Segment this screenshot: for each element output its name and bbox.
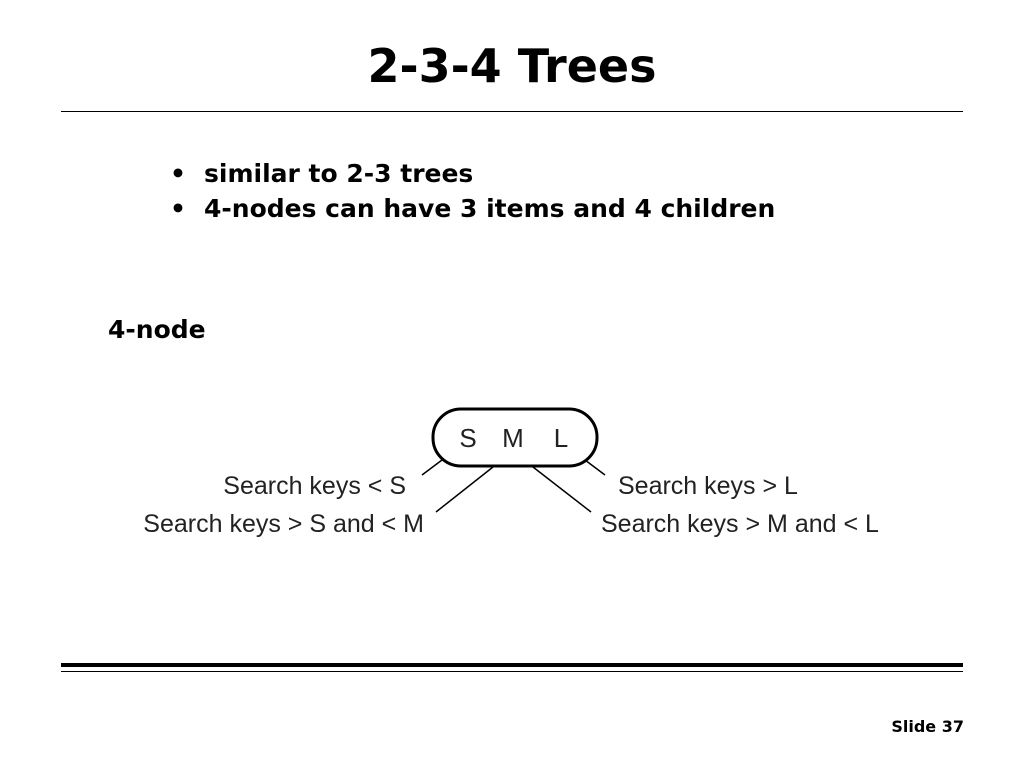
bullet-text: similar to 2-3 trees bbox=[204, 159, 474, 188]
node-key-s: S bbox=[459, 423, 476, 453]
edge-child-3 bbox=[532, 466, 592, 513]
bullet-item: • 4-nodes can have 3 items and 4 childre… bbox=[170, 191, 775, 226]
edge-label-child-4: Search keys > L bbox=[618, 472, 798, 500]
section-label: 4-node bbox=[108, 315, 206, 344]
footer-divider-thick bbox=[61, 663, 963, 667]
edge-label-child-2: Search keys > S and < M bbox=[143, 510, 424, 538]
bullet-dot: • bbox=[170, 159, 186, 188]
footer-divider-thin bbox=[61, 671, 963, 672]
bullet-dot: • bbox=[170, 194, 186, 223]
slide-number: Slide 37 bbox=[891, 717, 964, 736]
slide-title: 2-3-4 Trees bbox=[367, 39, 657, 93]
node-key-l: L bbox=[554, 423, 568, 453]
edge-label-child-1: Search keys < S bbox=[223, 472, 406, 500]
edge-label-child-3: Search keys > M and < L bbox=[601, 510, 879, 538]
edge-child-1 bbox=[421, 459, 443, 476]
edge-child-2 bbox=[435, 466, 494, 513]
four-node-box bbox=[431, 407, 599, 468]
title-divider bbox=[61, 111, 963, 112]
bullet-list: • similar to 2-3 trees • 4-nodes can hav… bbox=[170, 156, 775, 226]
bullet-text: 4-nodes can have 3 items and 4 children bbox=[204, 194, 776, 223]
bullet-item: • similar to 2-3 trees bbox=[170, 156, 775, 191]
edge-child-4 bbox=[584, 459, 606, 476]
node-key-m: M bbox=[502, 423, 524, 453]
